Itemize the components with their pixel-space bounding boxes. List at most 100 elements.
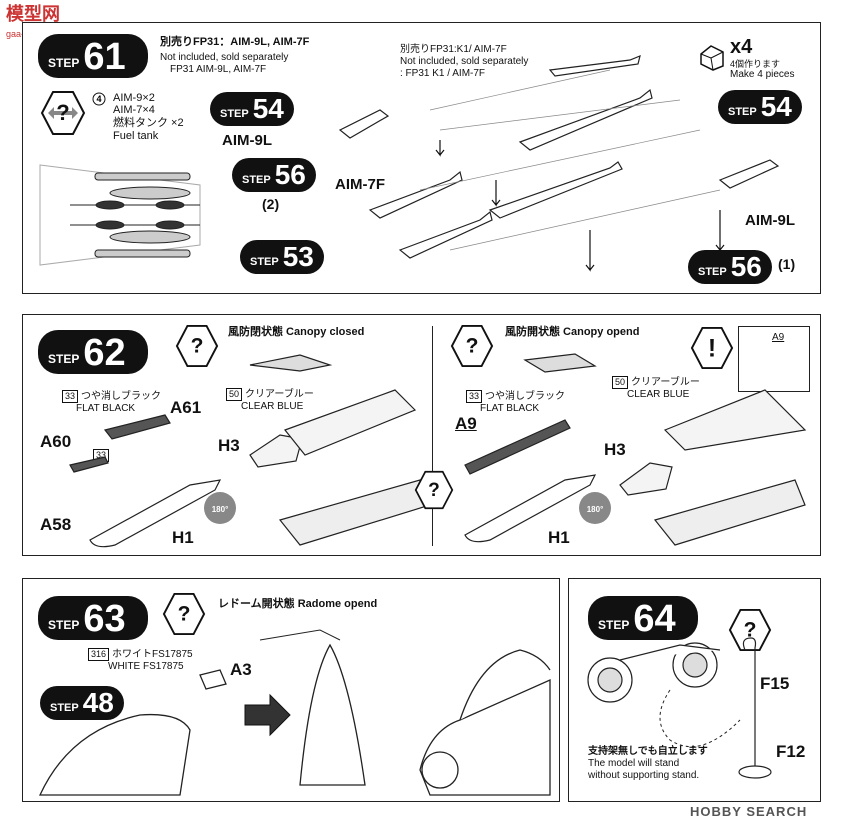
step-word: STEP: [48, 618, 80, 632]
color-number: 316: [88, 648, 110, 661]
color33-open-en: FLAT BLACK: [480, 403, 540, 414]
step-word: STEP: [48, 56, 80, 70]
color-jp: つや消しブラック: [485, 391, 566, 402]
step-word: STEP: [50, 702, 79, 714]
color-jp: つや消しブラック: [81, 391, 162, 402]
step-word: STEP: [250, 256, 279, 268]
step-word: STEP: [48, 352, 80, 366]
step64-badge: STEP 64: [588, 596, 698, 640]
step-number: 61: [83, 36, 126, 78]
part-h3-open: H3: [604, 440, 626, 459]
part-f12: F12: [776, 742, 806, 761]
step-number: 48: [82, 687, 114, 718]
step-number: 63: [83, 598, 126, 640]
step61-note-en1: Not included, sold separately: [160, 52, 289, 63]
step62-divider: [432, 326, 433, 546]
multiplier-en: Make 4 pieces: [730, 69, 795, 80]
stand-note-en2: without supporting stand.: [588, 770, 700, 781]
color-number: 50: [226, 388, 243, 401]
view-angle-icon-63: ?: [162, 592, 206, 636]
step63-badge: STEP 63: [38, 596, 148, 640]
step61-ref-56a-note: (2): [262, 196, 280, 212]
color-number: 33: [466, 390, 483, 403]
svg-text:?: ?: [191, 335, 204, 358]
step61-note-en2: FP31 AIM-9L, AIM-7F: [170, 64, 267, 75]
step62-badge: STEP 62: [38, 330, 148, 374]
part-h3-closed: H3: [218, 436, 240, 455]
svg-text:!: !: [708, 335, 716, 363]
canopy-open-title: 風防開状態 Canopy opend: [505, 326, 640, 338]
parts-list-tank-jp: 燃料タンク ×2: [113, 117, 184, 129]
part-f15: F15: [760, 674, 790, 693]
parts-list-tank-en: Fuel tank: [113, 130, 159, 142]
canopy-closed-illustration: 180°: [69, 354, 431, 548]
detail-part-a9: A9: [772, 332, 785, 343]
box-icon: [700, 45, 724, 71]
step-word: STEP: [598, 618, 630, 632]
canopy-open-illustration: 180°: [464, 353, 807, 546]
multiplier-jp: 4個作ります: [730, 59, 781, 69]
view-angle-icon-64: ?: [728, 608, 772, 652]
aircraft-topview-illustration: [39, 164, 201, 266]
part-h1-open: H1: [548, 528, 570, 547]
sep-note-en1: Not included, sold separately: [400, 56, 529, 67]
svg-text:?: ?: [178, 603, 191, 626]
color-number: 50: [612, 376, 629, 389]
svg-text:180°: 180°: [587, 505, 604, 514]
svg-text:?: ?: [466, 335, 479, 358]
color-jp: クリアーブルー: [245, 389, 314, 400]
color-jp: クリアーブルー: [631, 377, 700, 388]
svg-text:?: ?: [428, 480, 440, 501]
color-number: 33: [62, 390, 79, 403]
part-a61: A61: [170, 398, 202, 417]
stand-note-jp: 支持架無しでも自立します: [588, 746, 708, 757]
view-angle-icon: ?: [40, 91, 86, 135]
color50-open-en: CLEAR BLUE: [627, 389, 690, 400]
rotate-label: 180°: [212, 505, 229, 514]
radome-title: レドーム開状態 Radome opend: [218, 598, 378, 610]
stand-note-en1: The model will stand: [588, 758, 680, 769]
count-digit: 4: [96, 94, 101, 104]
svg-text:?: ?: [744, 619, 757, 642]
color-jp: ホワイトFS17875: [112, 649, 193, 660]
part-a58: A58: [40, 515, 72, 534]
parts-list-aim7: AIM-7×4: [113, 104, 155, 116]
view-angle-icon-mid: ?: [414, 470, 454, 510]
part-a3: A3: [230, 660, 252, 679]
detail-inset: [738, 326, 810, 392]
step-word: STEP: [698, 266, 727, 278]
stand-illustration: [587, 637, 772, 779]
step-number: 62: [83, 332, 126, 374]
sep-note-jp: 別売りFP31:K1/ AIM-7F: [400, 44, 507, 55]
multiplier-count: x4: [730, 36, 753, 58]
label-aim9l-right: AIM-9L: [745, 212, 795, 229]
step61-ref-56b-note: (1): [778, 256, 796, 272]
color50-closed-en: CLEAR BLUE: [241, 401, 304, 412]
label-aim9l-left: AIM-9L: [222, 132, 272, 149]
canopy-closed-title: 風防閉状態 Canopy closed: [228, 326, 365, 338]
sep-note-en2: : FP31 K1 / AIM-7F: [400, 68, 486, 79]
step-word: STEP: [242, 174, 271, 186]
part-a60: A60: [40, 432, 72, 451]
color33-closed-en: FLAT BLACK: [76, 403, 136, 414]
step-number: 54: [252, 93, 284, 124]
watermark-logo: 模型网: [6, 4, 60, 24]
radome-illustration: [38, 629, 551, 796]
step-word: STEP: [220, 108, 249, 120]
step61-badge: STEP 61: [38, 34, 148, 78]
color316-en: WHITE FS17875: [108, 661, 184, 672]
step-number: 56: [730, 251, 762, 282]
parts-list-aim9: AIM-9×2: [113, 92, 155, 104]
step-number: 54: [760, 91, 792, 122]
step61-note-jp: 別売りFP31：AIM-9L, AIM-7F: [160, 36, 310, 48]
